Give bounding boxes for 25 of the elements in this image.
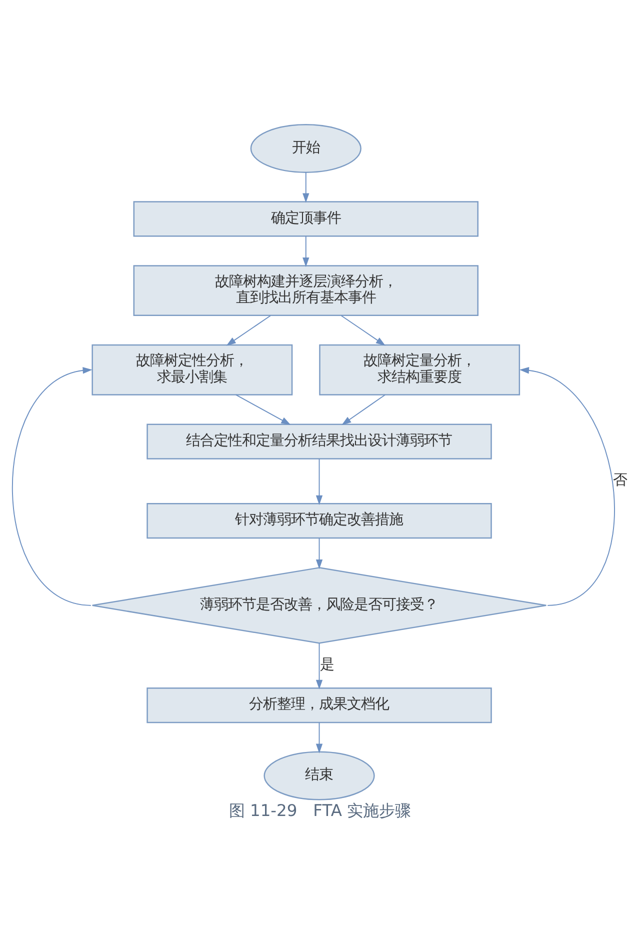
node-box: 结合定性和定量分析结果找出设计薄弱环节 [146,424,492,460]
node-box: 故障树构建并逐层演绎分析，直到找出所有基本事件 [133,265,478,316]
edge-label: 是 [320,656,334,673]
node-box: 分析整理，成果文档化 [146,687,492,724]
node-ellipse: 结束 [264,751,375,800]
caption: 图 11-29 FTA 实施步骤 [228,801,412,820]
arrow [302,236,310,267]
node-box: 故障树定量分析，求结构重要度 [319,344,520,396]
arrow [316,538,323,570]
arrow [302,172,310,203]
arrow [316,722,323,754]
arrow [226,315,271,346]
arrow [340,315,386,346]
node-diamond: 薄弱环节是否改善，风险是否可接受？ [92,567,547,644]
arrow [12,367,92,606]
arrow [316,642,323,690]
edge-label: 否 [613,472,628,489]
arrow [235,394,291,425]
arrow [316,458,323,505]
node-box: 故障树定性分析，求最小割集 [92,344,293,396]
node-box: 针对薄弱环节确定改善措施 [146,503,492,539]
arrow [342,394,386,426]
node-ellipse: 开始 [250,124,362,173]
arrow [519,367,615,606]
node-box: 确定顶事件 [133,201,478,237]
